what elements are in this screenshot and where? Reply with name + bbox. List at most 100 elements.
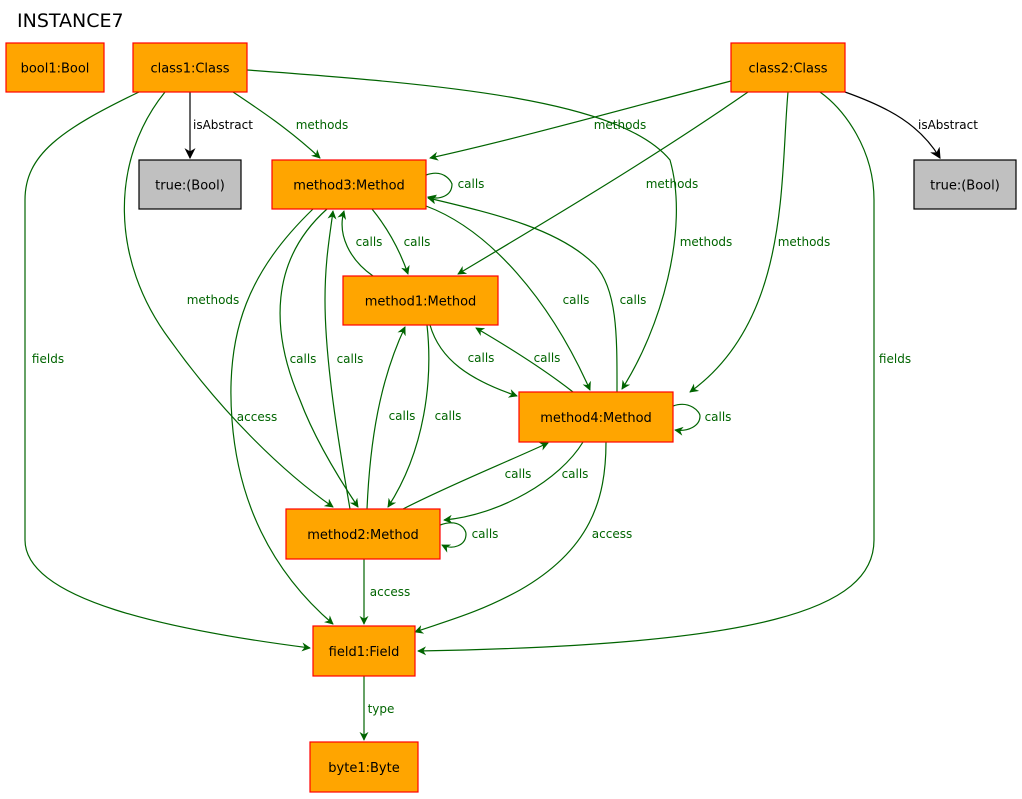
edge-label-calls: calls	[435, 409, 462, 423]
edge-label-methods: methods	[594, 118, 647, 132]
node-true1[interactable]: true:(Bool)	[138, 159, 242, 210]
edge-line	[387, 324, 430, 508]
node-class1[interactable]: class1:Class	[132, 42, 248, 93]
node-field1[interactable]: field1:Field	[312, 625, 416, 677]
node-box	[271, 159, 427, 210]
node-byte1[interactable]: byte1:Byte	[309, 741, 419, 793]
node-label: class1:Class	[150, 62, 229, 77]
edge-label-calls: calls	[563, 293, 590, 307]
edge-line	[337, 210, 374, 277]
edge-line	[246, 69, 677, 390]
edge-method2-calls-method2	[439, 522, 467, 553]
node-box	[518, 391, 674, 443]
edge-label-fields: fields	[32, 352, 64, 366]
node-label: class2:Class	[748, 62, 827, 77]
node-box	[730, 42, 846, 93]
node-method3[interactable]: method3:Method	[271, 159, 427, 210]
edge-label-isAbstract: isAbstract	[918, 118, 978, 132]
edge-line	[425, 205, 591, 391]
edge-line	[371, 208, 410, 275]
edge-method2-calls-method4	[402, 442, 549, 510]
edge-line	[324, 210, 351, 510]
edge-line	[417, 91, 875, 656]
edge-line	[429, 324, 518, 398]
edge-label-calls: calls	[290, 352, 317, 366]
edge-method4-calls-method4	[672, 403, 701, 436]
edge-method3-calls-method2	[279, 208, 359, 508]
node-label: byte1:Byte	[328, 761, 399, 776]
node-label: field1:Field	[329, 645, 400, 660]
edge-class1-methods-method3	[232, 91, 321, 159]
edge-line	[402, 442, 549, 510]
edge-label-calls: calls	[389, 409, 416, 423]
node-box	[5, 42, 105, 93]
edge-method4-calls-method2	[443, 441, 584, 524]
node-box	[342, 275, 499, 326]
edge-line	[425, 172, 453, 204]
edge-class2-methods-method3	[429, 80, 732, 161]
node-label: method4:Method	[540, 411, 652, 426]
edge-label-calls: calls	[356, 235, 383, 249]
edge-label-access: access	[370, 585, 410, 599]
edge-line	[672, 403, 701, 436]
edge-label-calls: calls	[337, 352, 364, 366]
node-label: method1:Method	[365, 295, 477, 310]
edge-label-calls: calls	[705, 410, 732, 424]
edge-label-methods: methods	[778, 235, 831, 249]
edge-method4-calls-method1	[475, 327, 574, 393]
node-label: true:(Bool)	[930, 179, 1000, 194]
edge-method3-access-field1	[230, 208, 334, 625]
edge-label-calls: calls	[534, 351, 561, 365]
edge-line	[844, 91, 941, 159]
edge-class1-fields-field1	[24, 91, 311, 652]
edge-label-access: access	[237, 410, 277, 424]
node-bool1[interactable]: bool1:Bool	[5, 42, 105, 93]
edge-label-methods: methods	[187, 293, 240, 307]
node-true2[interactable]: true:(Bool)	[913, 159, 1017, 210]
edge-method2-calls-method1	[366, 326, 406, 510]
node-box	[312, 625, 416, 677]
edge-label-methods: methods	[680, 235, 733, 249]
edge-label-methods: methods	[296, 118, 349, 132]
node-method1[interactable]: method1:Method	[342, 275, 499, 326]
node-label: method2:Method	[307, 528, 419, 543]
node-box	[138, 159, 242, 210]
node-label: true:(Bool)	[155, 179, 225, 194]
edge-line	[279, 208, 359, 508]
node-label: method3:Method	[293, 179, 405, 194]
edge-class2-methods-method1	[457, 91, 749, 275]
edge-label-calls: calls	[458, 177, 485, 191]
node-method2[interactable]: method2:Method	[285, 508, 441, 560]
node-box	[913, 159, 1017, 210]
edge-method1-calls-method2	[387, 324, 430, 508]
edge-label-calls: calls	[562, 467, 589, 481]
edge-method3-calls-method4	[425, 205, 591, 391]
edge-line	[230, 208, 334, 625]
edge-label-type: type	[368, 702, 395, 716]
edge-label-calls: calls	[468, 351, 495, 365]
node-box	[285, 508, 441, 560]
edge-line	[443, 441, 584, 524]
node-box	[309, 741, 419, 793]
edge-method3-calls-method1	[371, 208, 410, 275]
edge-label-calls: calls	[620, 293, 647, 307]
node-method4[interactable]: method4:Method	[518, 391, 674, 443]
edge-line	[123, 91, 334, 508]
node-class2[interactable]: class2:Class	[730, 42, 846, 93]
edge-label-calls: calls	[472, 527, 499, 541]
diagram-title: INSTANCE7	[17, 10, 124, 32]
edge-label-methods: methods	[646, 177, 699, 191]
edge-label-isAbstract: isAbstract	[193, 118, 253, 132]
edge-method3-calls-method3	[425, 172, 453, 204]
edge-line	[414, 441, 607, 634]
edge-class2-methods-method4	[689, 91, 789, 393]
edge-line	[427, 195, 618, 393]
node-label: bool1:Bool	[21, 62, 90, 77]
edge-class2-fields-field1	[417, 91, 875, 656]
edge-label-access: access	[592, 527, 632, 541]
edge-line	[689, 91, 789, 393]
node-box	[132, 42, 248, 93]
edge-line	[24, 91, 311, 652]
edge-line	[429, 80, 732, 161]
